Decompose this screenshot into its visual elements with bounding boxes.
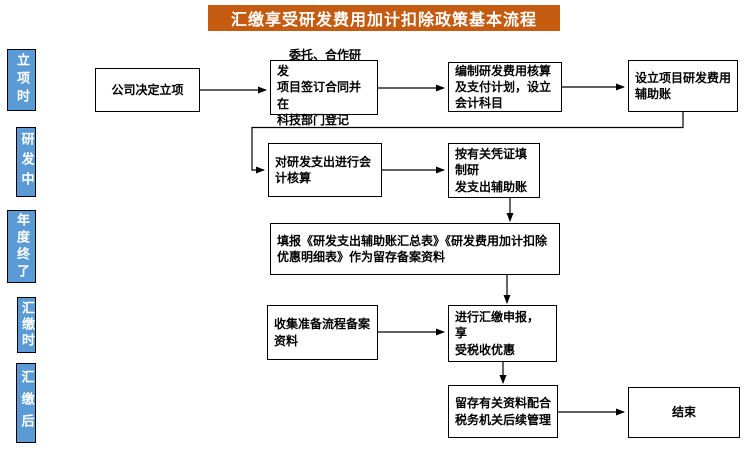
node-retain-materials-follow-up: 留存有关资料配合 税务机关后续管理 [448,385,558,438]
stage-year-end: 年度终了 [7,210,36,283]
stage-label: 汇缴时 [19,301,34,349]
stage-label: 研发中 [18,132,34,192]
stage-label: 年度终了 [14,212,29,281]
node-company-decides-project: 公司决定立项 [95,68,200,112]
node-expense-plan-accounting-subjects: 编制研发费用核算 及支付计划，设立 会计科目 [448,62,562,112]
node-collect-filing-materials: 收集准备流程备案 资料 [267,305,378,360]
node-fill-auxiliary-account-by-voucher: 按有关凭证填制研 发支出辅助账 [448,143,540,198]
node-fill-summary-and-detail-tables: 填报《研发支出辅助账汇总表》《研发费用加计扣除 优惠明细表》作为留存备案资料 [270,223,560,275]
node-contract-sign-registration: 委托、合作研发 项目签订合同并在 科技部门登记 [270,48,378,127]
stage-after-settlement: 汇缴后 [16,363,36,443]
stage-project-initiation: 立项时 [7,49,36,111]
node-settlement-declaration: 进行汇缴申报，享 受税收优惠 [448,305,557,362]
node-rd-expenditure-accounting: 对研发支出进行会 计核算 [268,143,382,197]
title-banner: 汇缴享受研发费用加计扣除政策基本流程 [208,5,560,31]
stage-during-rd: 研发中 [16,127,36,197]
stage-label: 汇缴后 [18,370,34,436]
node-end: 结束 [628,387,740,438]
stage-settlement-time: 汇缴时 [17,297,36,353]
stage-label: 立项时 [14,53,29,107]
page-title: 汇缴享受研发费用加计扣除政策基本流程 [230,10,537,29]
node-setup-auxiliary-account: 设立项目研发费用 辅助账 [628,60,738,112]
